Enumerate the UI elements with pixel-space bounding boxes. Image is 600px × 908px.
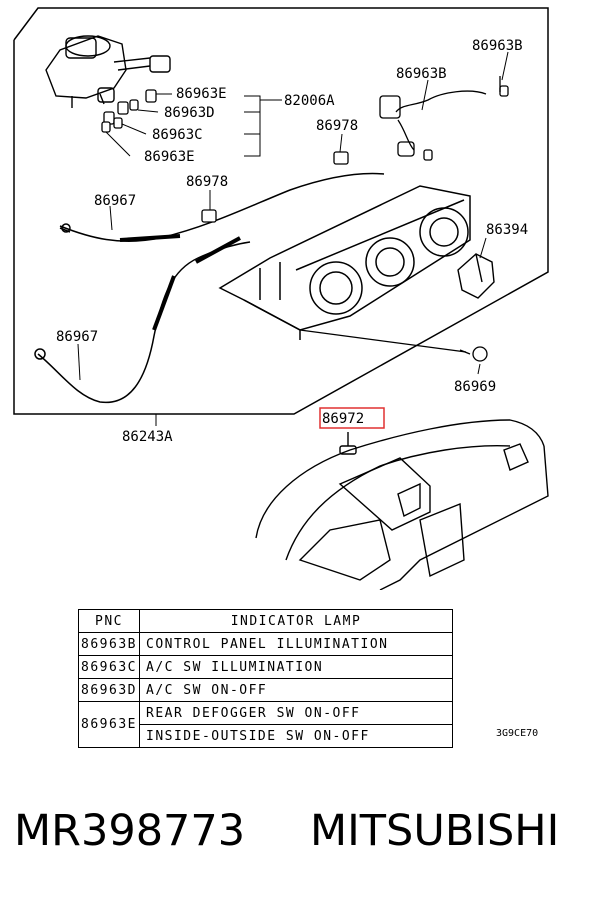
callout-86967-bottom: 86967 [56,329,98,345]
brand-name: MITSUBISHI [310,806,560,856]
pnc-table: PNC INDICATOR LAMP 86963B CONTROL PANEL … [78,609,453,748]
table-row: 86963D A/C SW ON-OFF [78,678,453,702]
pnc-cell: 86963C [78,655,140,679]
footer: MR398773 MITSUBISHI [0,806,600,866]
knob-illustration [457,253,495,299]
callout-86978-left: 86978 [186,174,228,190]
diagram-frame [13,7,549,415]
table-row: 86963B CONTROL PANEL ILLUMINATION [78,632,453,656]
clips-illustration [201,151,349,223]
header-pnc: PNC [78,609,140,633]
diagram-code: 3G9CE70 [496,728,539,739]
pnc-cell: 86963D [78,678,140,702]
callout-86978-right: 86978 [316,118,358,134]
header-indicator-lamp: INDICATOR LAMP [139,609,453,633]
callout-leader-lines [77,51,509,426]
bulbs-illustration [101,85,509,161]
callout-82006A: 82006A [284,93,335,109]
callout-86963E-2: 86963E [144,149,195,165]
lamp-cell: INSIDE-OUTSIDE SW ON-OFF [139,724,453,748]
lamp-cell: A/C SW ON-OFF [139,678,453,702]
callout-86963B-top: 86963B [472,38,523,54]
callout-86394: 86394 [486,222,528,238]
callout-86967-top: 86967 [94,193,136,209]
lamp-cell: REAR DEFOGGER SW ON-OFF [139,701,453,725]
callout-86963D: 86963D [164,105,215,121]
callout-86963E-1: 86963E [176,86,227,102]
callout-86963B-mid: 86963B [396,66,447,82]
pnc-cell: 86963E [78,701,140,748]
table-row: 86963E REAR DEFOGGER SW ON-OFF [78,701,453,748]
bulb-callout-lines [105,93,282,157]
parts-diagram: 86963B 86963B 86963E 86963D 86963C 86963… [13,7,549,590]
callout-86969: 86969 [454,379,496,395]
part-number: MR398773 [14,806,246,856]
callout-86972: 86972 [322,411,364,427]
actuator-motor-illustration [45,35,171,108]
table-row: INSIDE-OUTSIDE SW ON-OFF [79,724,453,748]
lamp-cell: A/C SW ILLUMINATION [139,655,453,679]
callout-86243A: 86243A [122,429,173,445]
control-cables-illustration [34,172,385,404]
wire-harness-illustration [379,76,501,157]
screw-illustration [299,329,488,362]
table-row: 86963C A/C SW ILLUMINATION [78,655,453,679]
table-header-row: PNC INDICATOR LAMP [78,609,453,633]
callout-86963C: 86963C [152,127,203,143]
dashboard-illustration [255,419,549,590]
heater-control-panel-illustration [218,185,471,340]
pnc-cell: 86963B [78,632,140,656]
lamp-cell: CONTROL PANEL ILLUMINATION [139,632,453,656]
highlight-box [319,407,385,429]
